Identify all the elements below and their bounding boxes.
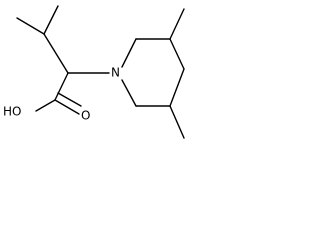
nitrogen-label: N xyxy=(111,66,120,80)
bond-lower-ring-methyl xyxy=(169,105,185,139)
bond-alpha-to-carboxyl-carbon xyxy=(54,72,69,101)
bond-methyl-left xyxy=(16,17,45,35)
bond-upper-methyl-carbon-to-ring-carbon xyxy=(169,38,185,70)
bond-carboxyl-to-hydroxyl xyxy=(35,99,56,112)
structure-canvas: N HO O xyxy=(0,0,201,150)
bond-ring-carbon-to-lower-methyl-carbon xyxy=(169,68,185,107)
molecule-drawing: N HO O xyxy=(3,5,185,139)
bond-lower-ring-carbon-to-nitrogen xyxy=(121,79,137,107)
bond-methyl-top xyxy=(43,5,59,35)
bond-carbonyl-line-1 xyxy=(54,99,80,115)
bond-upper-ring-methyl xyxy=(169,8,185,40)
bond-nitrogen-to-upper-ring-carbon xyxy=(121,38,137,68)
bond-isopropyl-to-alpha xyxy=(43,33,69,74)
hydroxyl-label: HO xyxy=(3,105,21,119)
carbonyl-oxygen-label: O xyxy=(81,109,90,123)
bond-carbonyl-line-2 xyxy=(57,92,82,107)
